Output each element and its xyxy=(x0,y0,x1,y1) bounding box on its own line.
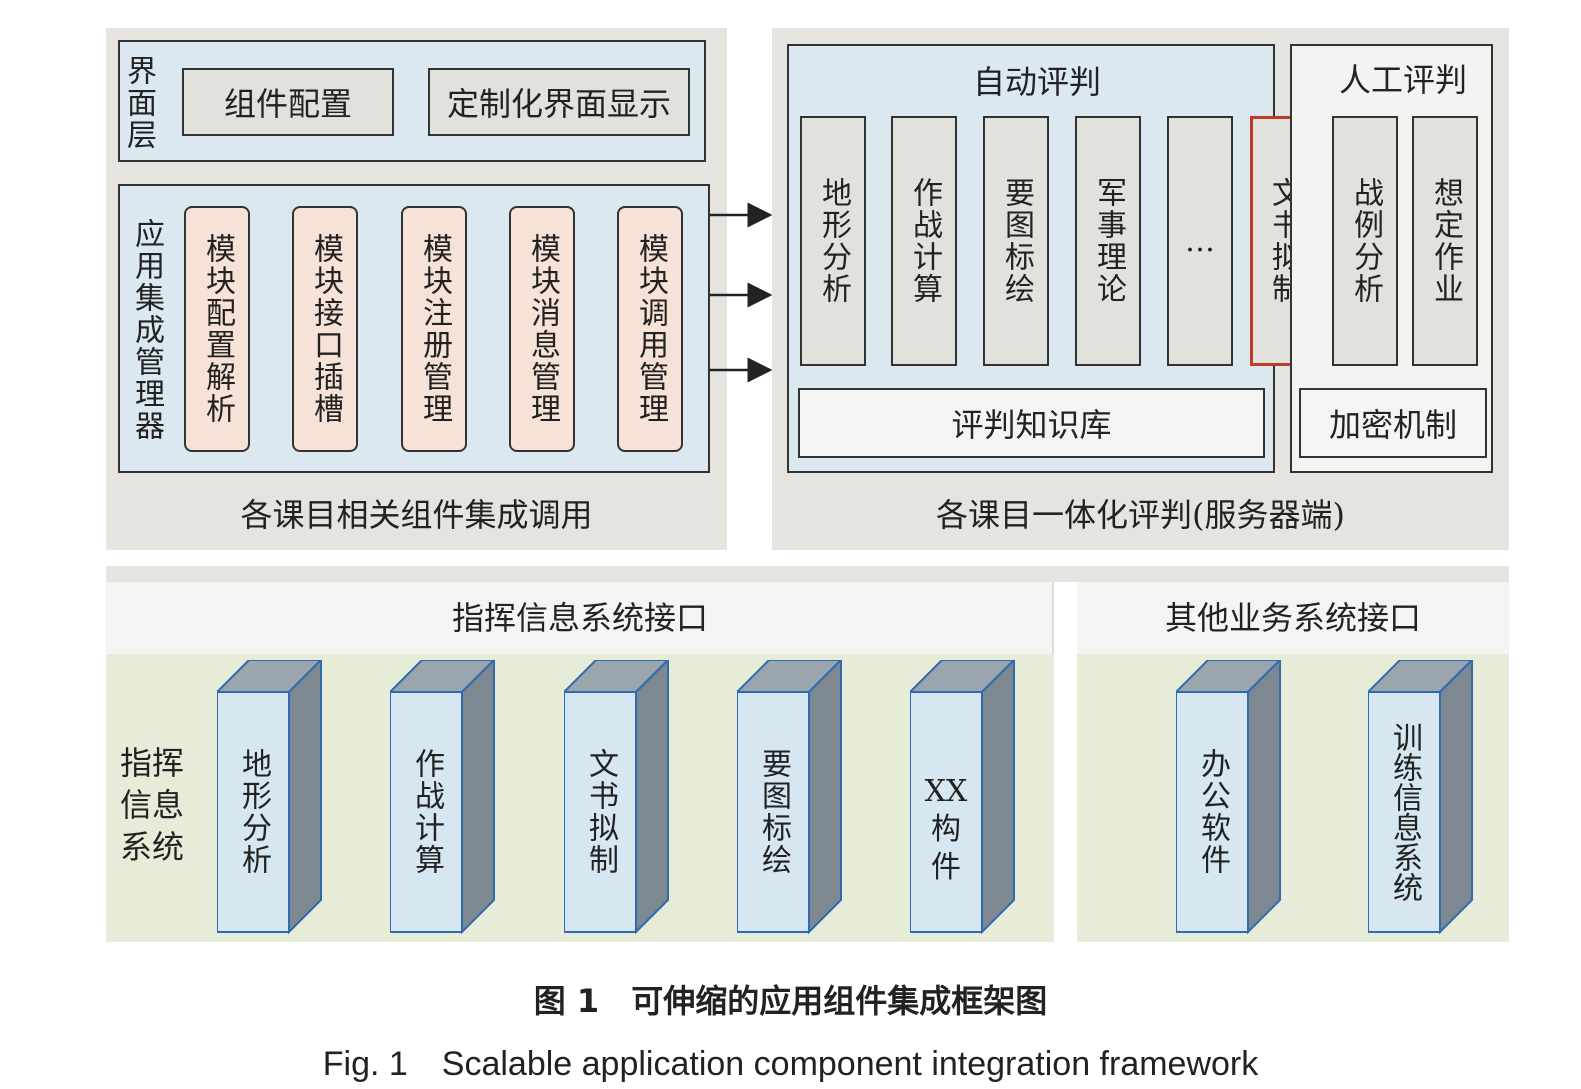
cube-training-info-system-label: 训练信息系统 xyxy=(1387,722,1422,902)
cube-map-plot-label: 要图标绘 xyxy=(756,748,791,876)
cube-terrain-label: 地形分析 xyxy=(236,748,271,876)
figure-caption-en: Fig. 1 Scalable application component in… xyxy=(322,1044,1259,1083)
auto-judgement-title: 自动评判 xyxy=(972,63,1101,101)
cube-office-software: 办公软件 xyxy=(1176,660,1284,936)
module-message-manage: 模块消息管理 xyxy=(509,206,575,452)
cis-label: 指挥信息系统 xyxy=(120,744,185,866)
cube-document-draft-label: 文书拟制 xyxy=(583,748,618,876)
cube-map-plot: 要图标绘 xyxy=(737,660,845,936)
manual-item-case-analysis: 战例分析 xyxy=(1332,116,1398,366)
ui-item-custom-display: 定制化界面显示 xyxy=(428,68,690,136)
bottom-right-header-bg xyxy=(1077,582,1509,654)
auto-item-military-theory: 军事理论 xyxy=(1075,116,1141,366)
auto-item-more: … xyxy=(1167,116,1233,366)
encryption-mechanism: 加密机制 xyxy=(1299,388,1487,458)
auto-item-terrain: 地形分析 xyxy=(800,116,866,366)
figure-caption-cn: 图 1 可伸缩的应用组件集成框架图 xyxy=(533,982,1048,1020)
app-manager-label: 应用集成管理器 xyxy=(129,218,164,442)
ui-layer-label: 界面层 xyxy=(121,55,156,151)
bottom-left-header-bg xyxy=(106,582,1054,654)
cube-xx-component: XX构件 xyxy=(910,660,1018,936)
auto-item-map-plot: 要图标绘 xyxy=(983,116,1049,366)
left-panel-caption: 各课目相关组件集成调用 xyxy=(240,496,593,534)
cube-training-info-system: 训练信息系统 xyxy=(1368,660,1476,936)
bottom-strip xyxy=(106,566,1509,582)
cube-office-software-label: 办公软件 xyxy=(1195,748,1230,876)
auto-item-combat-calc: 作战计算 xyxy=(891,116,957,366)
module-interface-slot: 模块接口插槽 xyxy=(292,206,358,452)
manual-judgement-title: 人工评判 xyxy=(1338,61,1467,99)
bottom-right-header: 其他业务系统接口 xyxy=(1164,599,1421,637)
manual-item-scenario-exercise: 想定作业 xyxy=(1412,116,1478,366)
cube-combat-calc-label: 作战计算 xyxy=(409,748,444,876)
bottom-left-header: 指挥信息系统接口 xyxy=(451,599,708,637)
module-config-parse: 模块配置解析 xyxy=(184,206,250,452)
arrows xyxy=(710,202,773,383)
module-call-manage: 模块调用管理 xyxy=(617,206,683,452)
cube-xx-component-label: XX构件 xyxy=(924,774,968,885)
knowledge-base: 评判知识库 xyxy=(798,388,1265,458)
ui-item-component-config: 组件配置 xyxy=(182,68,394,136)
right-panel-caption: 各课目一体化评判(服务器端) xyxy=(936,496,1345,534)
module-register-manage: 模块注册管理 xyxy=(401,206,467,452)
cube-combat-calc: 作战计算 xyxy=(390,660,498,936)
cube-document-draft: 文书拟制 xyxy=(564,660,672,936)
cube-terrain: 地形分析 xyxy=(217,660,325,936)
